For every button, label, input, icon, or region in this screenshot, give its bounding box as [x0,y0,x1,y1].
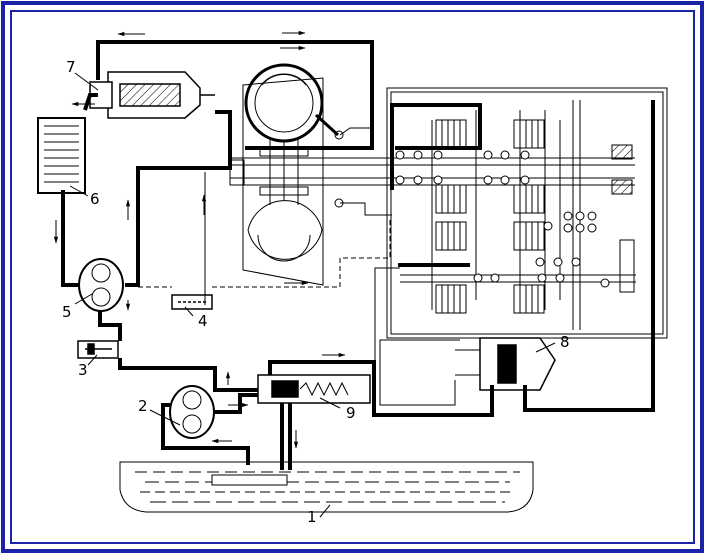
clutch-packs [435,119,545,314]
label-7: 7 [66,58,76,76]
thin-oil-lines [204,127,460,415]
label-1: 1 [307,508,317,526]
valve-4 [171,294,213,310]
valve-8 [455,337,556,391]
label-8: 8 [560,333,570,351]
torque-converter [229,63,340,286]
label-2: 2 [138,397,148,415]
label-4: 4 [198,312,208,330]
pump-2 [169,385,215,439]
main-oil-lines [61,40,655,470]
valve-9 [257,374,371,404]
leader-lines [69,72,556,518]
label-3: 3 [78,361,88,379]
oil-sump [119,461,534,513]
valve-7 [89,71,215,119]
label-6: 6 [90,190,100,208]
bearings [334,130,610,288]
flow-arrows [53,30,346,449]
dashed-lines [138,220,391,288]
inner-frame [10,10,695,544]
valve-3 [77,340,119,359]
pump-5 [78,258,124,312]
label-5: 5 [62,303,72,321]
label-9: 9 [346,404,356,422]
filter-6 [37,117,86,194]
